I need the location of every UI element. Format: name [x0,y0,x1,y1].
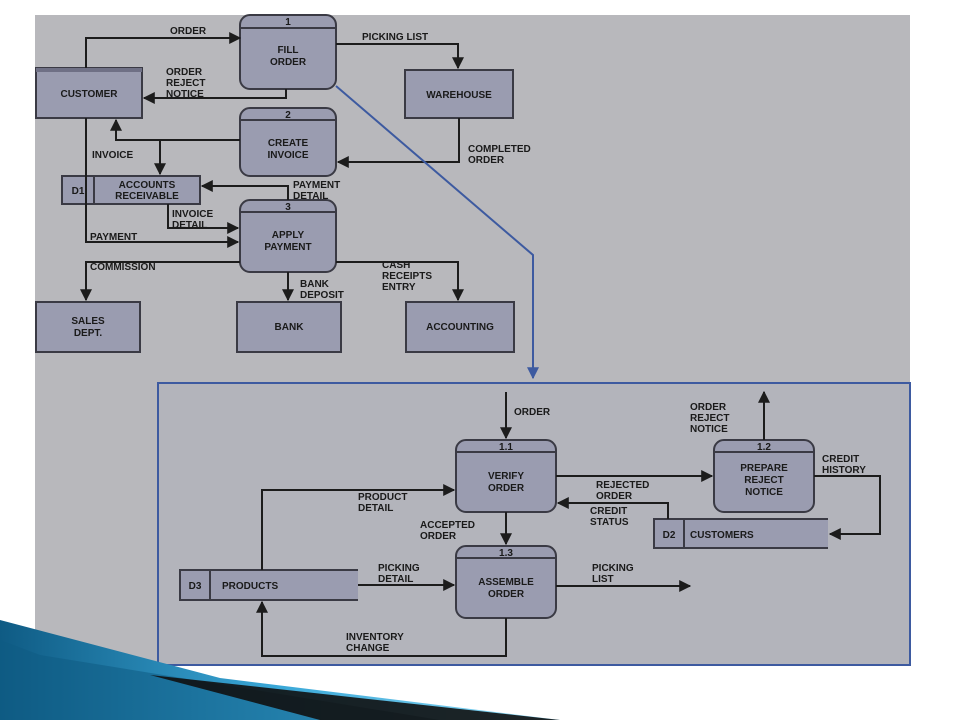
entity-bank: BANK [236,301,342,353]
entity-customer: CUSTOMER [35,67,143,119]
flow-orn-line2: REJECT [166,78,205,89]
detail-flow-inventory-line2: CHANGE [346,643,390,654]
flow-bank-deposit-line2: DEPOSIT [300,290,344,301]
top-flows: ORDER PICKING LIST ORDER REJECT NOTICE C… [80,26,531,302]
detail-flow-accepted-line2: ORDER [420,531,457,542]
flow-invoice-label: INVOICE [92,150,133,161]
entity-sales-line2: DEPT. [74,328,103,339]
detail-flow-credit-status-line1: CREDIT [590,506,627,517]
flow-bank-deposit-line1: BANK [300,279,330,290]
flow-invoice-detail-line1: INVOICE [172,209,213,220]
datastore-d1-id: D1 [72,186,85,197]
process-prepare-line3: NOTICE [745,487,783,498]
flow-invoice-detail-line2: DETAIL [172,220,207,231]
process-apply-payment-line2: PAYMENT [264,242,311,253]
flow-orn-line1: ORDER [166,67,203,78]
process-fill-order-line1: FILL [277,45,298,56]
flow-completed-line2: ORDER [468,155,505,166]
detail-flow-accepted-line1: ACCEPTED [420,520,475,531]
datastore-d2-id: D2 [663,530,676,541]
entity-bank-label: BANK [275,322,305,333]
detail-flow-picking-detail-line2: DETAIL [378,574,413,585]
datastore-d1-line2: RECEIVABLE [115,191,179,202]
process-fill-order-line2: ORDER [270,57,307,68]
detail-flow-picking-detail-line1: PICKING [378,563,420,574]
process-verify-order: 1.1 VERIFY ORDER [455,439,557,513]
decorative-swoosh [0,620,560,720]
process-prepare-number: 1.2 [757,442,771,453]
flow-completed-line1: COMPLETED [468,144,531,155]
entity-accounting-label: ACCOUNTING [426,322,494,333]
detail-flow-rejected-line1: REJECTED [596,480,649,491]
process-apply-payment-line1: APPLY [272,230,305,241]
datastore-d1-line1: ACCOUNTS [119,180,176,191]
drilldown-connector [335,85,539,380]
process-assemble-line1: ASSEMBLE [478,577,534,588]
entity-sales-line1: SALES [71,316,105,327]
detail-flow-order-label: ORDER [514,407,551,418]
flow-commission-label: COMMISSION [90,262,156,273]
detail-flow-picking-list-line1: PICKING [592,563,634,574]
detail-flow-credit-history-line1: CREDIT [822,454,859,465]
process-create-invoice-line2: INVOICE [267,150,308,161]
detail-flow-rejected-line2: ORDER [596,491,633,502]
entity-warehouse-label: WAREHOUSE [426,90,492,101]
process-create-invoice: 2 CREATE INVOICE [239,107,337,177]
datastore-customers: D2 CUSTOMERS [653,518,828,549]
detail-flow-picking-list-line2: LIST [592,574,614,585]
detail-flow-credit-history-line2: HISTORY [822,465,866,476]
detail-flow-credit-status-line2: STATUS [590,517,629,528]
flow-cash-line3: ENTRY [382,282,416,293]
flow-payment-label: PAYMENT [90,232,137,243]
flow-order-label: ORDER [170,26,207,37]
detail-flow-inventory-line1: INVENTORY [346,632,404,643]
entity-customer-label: CUSTOMER [60,89,118,100]
process-apply-payment-number: 3 [285,202,291,213]
process-prepare-reject: 1.2 PREPARE REJECT NOTICE [713,439,815,513]
flow-payment-detail-line1: PAYMENT [293,180,340,191]
process-fill-order-number: 1 [285,17,291,28]
flow-payment-detail-line2: DETAIL [293,191,328,202]
process-prepare-line2: REJECT [744,475,783,486]
entity-sales-dept: SALES DEPT. [35,301,141,353]
datastore-d3-label: PRODUCTS [222,581,278,592]
datastore-accounts-receivable: D1 ACCOUNTS RECEIVABLE [61,175,201,205]
process-assemble-line2: ORDER [488,589,525,600]
process-verify-line1: VERIFY [488,471,524,482]
process-fill-order: 1 FILL ORDER [239,14,337,90]
datastore-d3-id: D3 [189,581,202,592]
process-create-invoice-line1: CREATE [268,138,309,149]
process-prepare-line1: PREPARE [740,463,788,474]
flow-cash-line1: CASH [382,260,410,271]
flow-cash-line2: RECEIPTS [382,271,432,282]
process-assemble-order: 1.3 ASSEMBLE ORDER [455,545,557,619]
detail-flow-product-line1: PRODUCT [358,492,407,503]
detail-flow-orn-line3: NOTICE [690,424,728,435]
process-assemble-number: 1.3 [499,548,513,559]
datastore-d2-label: CUSTOMERS [690,530,754,541]
process-verify-line2: ORDER [488,483,525,494]
process-create-invoice-number: 2 [285,110,291,121]
entity-accounting: ACCOUNTING [405,301,515,353]
process-apply-payment: 3 APPLY PAYMENT [239,199,337,273]
detail-flows: ORDER ORDER REJECT NOTICE CREDIT HISTORY… [256,390,881,657]
flow-picking-list-label: PICKING LIST [362,32,428,43]
detail-flow-product-line2: DETAIL [358,503,393,514]
detail-flow-orn-line1: ORDER [690,402,727,413]
flow-orn-line3: NOTICE [166,89,204,100]
entity-warehouse: WAREHOUSE [404,69,514,119]
detail-flow-orn-line2: REJECT [690,413,729,424]
datastore-products: D3 PRODUCTS [179,569,358,601]
process-verify-number: 1.1 [499,442,513,453]
